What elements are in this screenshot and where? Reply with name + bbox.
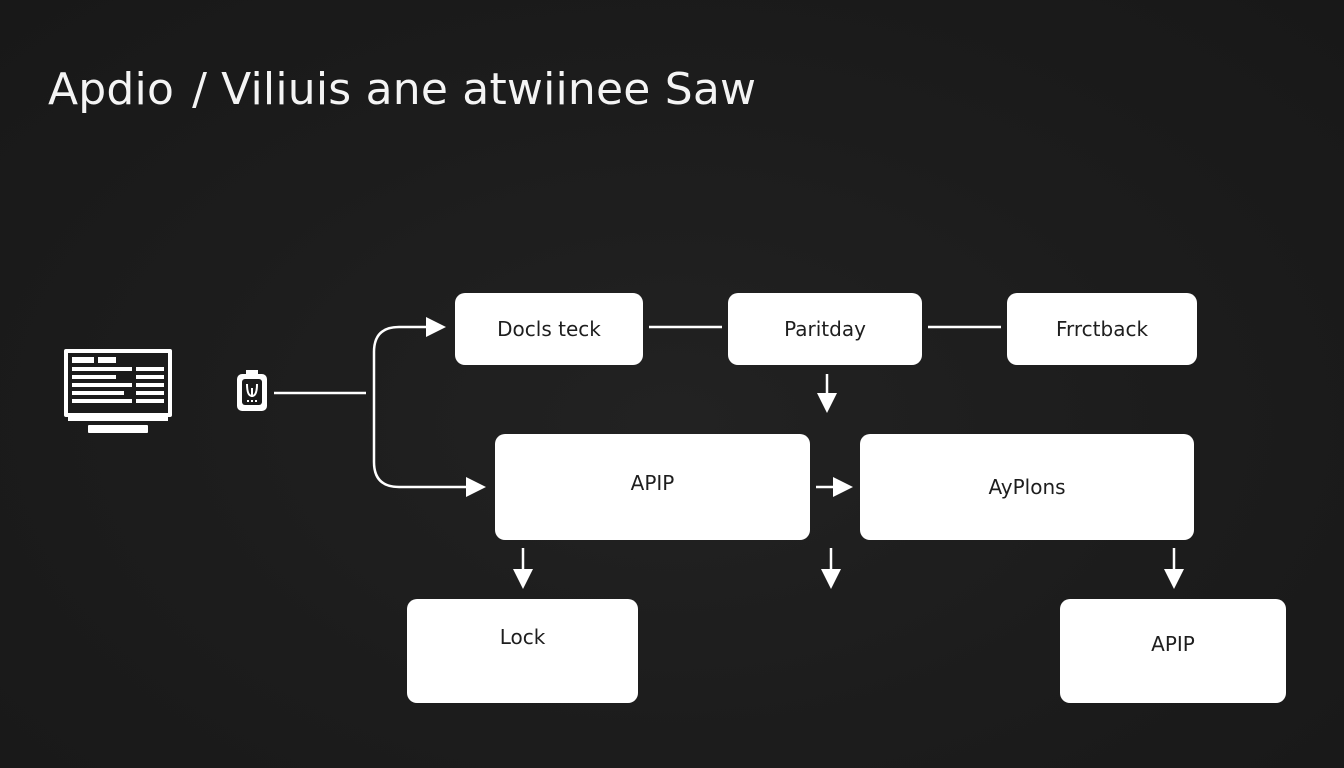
node-paritday[interactable]: Paritday xyxy=(728,293,922,365)
node-docls-teck-label: Docls teck xyxy=(497,317,601,341)
title-right: Viliuis ane atwiinee Saw xyxy=(221,64,757,115)
node-frrctback[interactable]: Frrctback xyxy=(1007,293,1197,365)
node-paritday-label: Paritday xyxy=(784,317,866,341)
link-branch-to-apip xyxy=(372,393,486,497)
monitor-icon xyxy=(64,349,172,433)
title-left: Apdio xyxy=(48,64,175,115)
title-separator: / xyxy=(192,64,208,115)
link-branch-to-docs xyxy=(372,317,446,393)
node-lock[interactable]: Lock xyxy=(407,599,638,703)
page-title: Apdio / Viliuis ane atwiinee Saw xyxy=(48,64,756,115)
node-ayplons[interactable]: AyPlons xyxy=(860,434,1194,540)
node-frrctback-label: Frrctback xyxy=(1055,317,1149,341)
device-icon xyxy=(237,370,267,411)
node-apip-secondary[interactable]: APIP xyxy=(1060,599,1286,703)
node-ayplons-label: AyPlons xyxy=(988,475,1066,499)
node-apip-main-label: APIP xyxy=(630,471,675,495)
node-lock-label: Lock xyxy=(499,625,546,649)
node-docls-teck[interactable]: Docls teck xyxy=(455,293,643,365)
node-apip-secondary-label: APIP xyxy=(1151,632,1195,656)
node-apip-main[interactable]: APIP xyxy=(495,434,810,540)
